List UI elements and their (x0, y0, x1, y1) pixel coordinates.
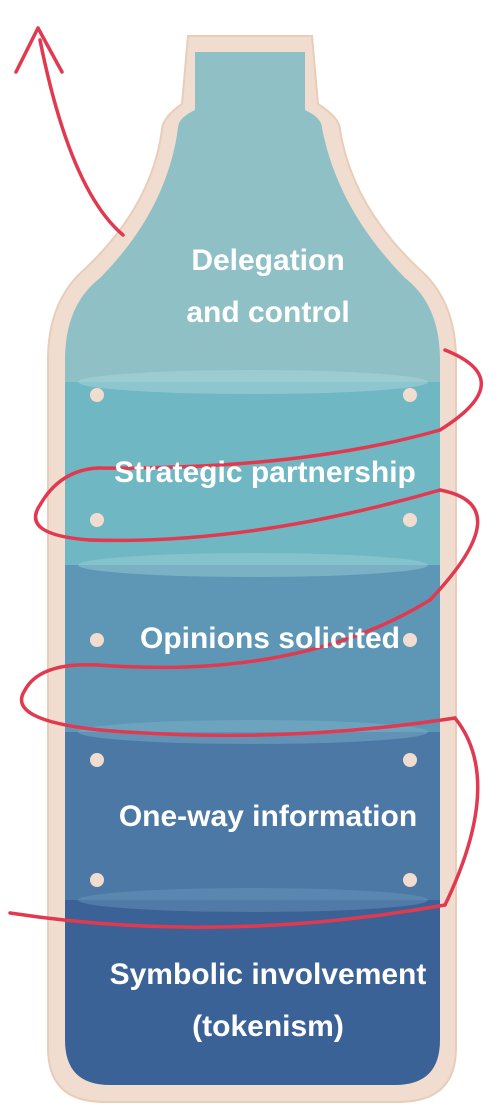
surface-ellipse (78, 720, 428, 744)
level-4-band (65, 382, 440, 565)
level-3-band (65, 565, 440, 732)
level-2-band (65, 732, 440, 900)
level-2-label: One-way information (119, 800, 417, 833)
level-4-label: Strategic partnership (114, 456, 416, 489)
bottle-ridges (90, 388, 417, 887)
spiral-arrow (8, 26, 483, 929)
level-5-label-line1: Delegation (191, 244, 344, 277)
bottle-body (65, 52, 440, 1085)
level-3-label: Opinions solicited (140, 622, 400, 655)
surface-ellipse (78, 553, 428, 577)
level-1-label-line1: Symbolic involvement (110, 958, 427, 991)
surface-ellipse (78, 888, 428, 912)
arrow-head (14, 26, 64, 74)
level-5-label-line2: and control (186, 296, 349, 329)
labels: Delegation and control Strategic partner… (110, 244, 427, 1043)
level-1-label-line2: (tokenism) (192, 1010, 344, 1043)
surface-ellipse (78, 370, 428, 394)
level-1-band (65, 900, 440, 1085)
